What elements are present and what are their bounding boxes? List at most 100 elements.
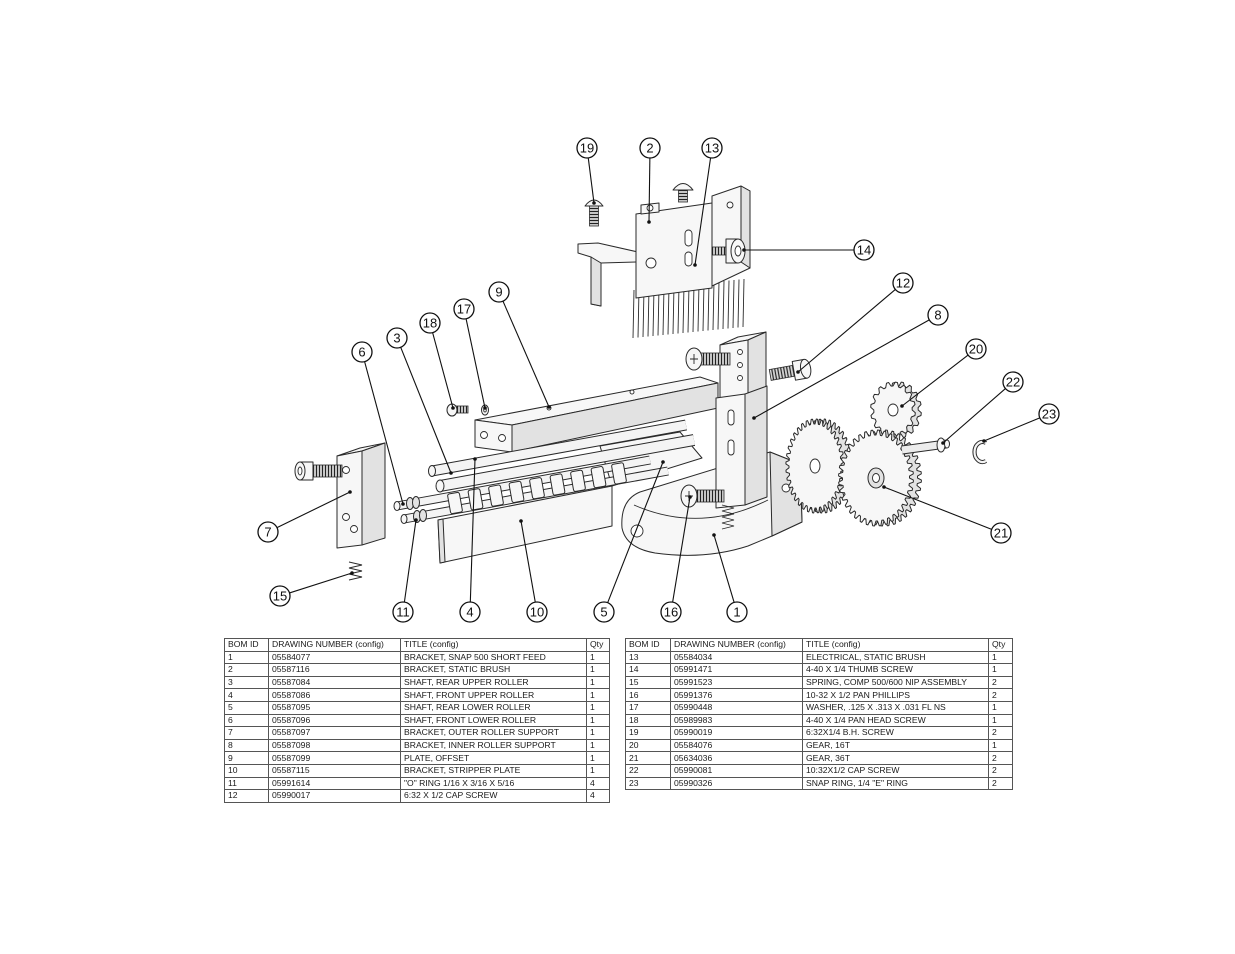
cap-screw-6-32-left <box>294 461 343 481</box>
brush-bristle <box>687 284 690 333</box>
callout-number: 4 <box>466 605 473 620</box>
callout-number: 1 <box>733 605 740 620</box>
leader-arrow-dot <box>900 404 904 408</box>
qty-cell: 1 <box>586 763 610 778</box>
title-cell: SHAFT, REAR LOWER ROLLER <box>400 700 587 715</box>
callout-number: 11 <box>396 605 410 620</box>
bom-id-cell: 6 <box>224 713 269 728</box>
pan-phillips-screw-upper <box>685 347 731 371</box>
bom-id-cell: 2 <box>224 663 269 677</box>
leader-line <box>502 300 550 408</box>
rubber-roller-segment <box>488 484 504 507</box>
leader-line <box>942 388 1006 444</box>
title-header: TITLE (config) <box>400 638 587 652</box>
leader-arrow-dot <box>547 405 551 409</box>
qty-cell: 1 <box>988 663 1013 677</box>
brush-bristle <box>707 282 710 331</box>
snap-ring-e-ring <box>972 439 988 465</box>
brush-bristle <box>682 284 685 334</box>
brush-bristle <box>677 285 680 334</box>
drawing-number-cell: 05990017 <box>268 789 401 803</box>
leader-arrow-dot <box>742 248 746 252</box>
brush-bristle <box>697 283 700 332</box>
callout-number: 2 <box>646 141 653 156</box>
gear-36t-rear <box>785 418 853 514</box>
callout-6: 6 <box>351 341 405 506</box>
bom-id-cell: 22 <box>625 763 671 778</box>
callout-16: 16 <box>660 495 692 623</box>
leader-line <box>469 458 476 603</box>
callout-number: 18 <box>423 316 437 331</box>
leader-line <box>648 157 651 223</box>
qty-cell: 1 <box>988 650 1013 665</box>
bom-id-cell: 5 <box>224 700 269 715</box>
bom-id-cell: 16 <box>625 688 671 702</box>
drawing-number-cell: 05584077 <box>268 650 401 665</box>
bom-id-cell: 7 <box>224 726 269 740</box>
callout-balloon <box>526 601 548 623</box>
callout-number: 22 <box>1006 375 1020 390</box>
qty-cell: 2 <box>988 763 1013 778</box>
callout-balloon <box>351 341 373 363</box>
drawing-number-cell: 05587115 <box>268 763 401 778</box>
callout-balloon <box>593 601 615 623</box>
leader-line <box>465 318 486 409</box>
callout-number: 8 <box>934 308 941 323</box>
title-cell: 6:32 X 1/2 CAP SCREW <box>400 789 587 803</box>
title-cell: WASHER, .125 X .313 X .031 FL NS <box>802 700 989 715</box>
drawing-number-cell: 05584076 <box>670 738 803 753</box>
brush-bristle <box>737 279 740 328</box>
bom-id-cell: 21 <box>625 751 671 765</box>
callout-7: 7 <box>257 490 352 543</box>
bom-id-cell: 19 <box>625 726 671 740</box>
callout-5: 5 <box>593 460 665 623</box>
pan-head-screw-4-40 <box>446 403 469 417</box>
bom-id-cell: 9 <box>224 751 269 765</box>
leader-line <box>901 354 969 407</box>
leader-line <box>400 347 452 474</box>
brush-bristle <box>692 283 695 333</box>
leader-arrow-dot <box>592 201 596 205</box>
qty-cell: 1 <box>988 713 1013 728</box>
title-cell: 4-40 X 1/4 THUMB SCREW <box>802 663 989 677</box>
leader-line <box>694 157 712 266</box>
title-cell: SHAFT, REAR UPPER ROLLER <box>400 675 587 690</box>
drawing-number-cell: 05991614 <box>268 776 401 791</box>
brush-bristle <box>722 280 725 330</box>
qty-cell: 1 <box>988 738 1013 753</box>
callout-17: 17 <box>453 298 487 410</box>
brush-bristle <box>732 279 735 329</box>
title-cell: BRACKET, STRIPPER PLATE <box>400 763 587 778</box>
title-cell: 10-32 X 1/2 PAN PHILLIPS <box>802 688 989 702</box>
brush-bristle <box>662 286 665 336</box>
callout-11: 11 <box>392 518 418 623</box>
qty-cell: 1 <box>586 751 610 765</box>
drawing-number-header: DRAWING NUMBER (config) <box>670 638 803 652</box>
brush-bristle <box>632 289 635 339</box>
bom-id-cell: 15 <box>625 675 671 690</box>
callout-18: 18 <box>419 312 455 410</box>
bracket-inner-roller-support <box>715 331 768 509</box>
qty-cell: 1 <box>586 726 610 740</box>
callout-4: 4 <box>459 457 481 623</box>
drawing-number-cell: 05990326 <box>670 776 803 791</box>
bh-screw-right <box>672 183 694 203</box>
drawing-number-cell: 05587084 <box>268 675 401 690</box>
callout-balloon <box>726 601 748 623</box>
leader-line <box>364 361 404 505</box>
qty-cell: 2 <box>988 726 1013 740</box>
spring-comp-right <box>721 504 735 530</box>
callout-balloon <box>419 312 441 334</box>
leader-arrow-dot <box>451 406 455 410</box>
drawing-number-cell: 05587095 <box>268 700 401 715</box>
spring-comp-left <box>348 561 363 581</box>
bom-id-cell: 4 <box>224 688 269 702</box>
